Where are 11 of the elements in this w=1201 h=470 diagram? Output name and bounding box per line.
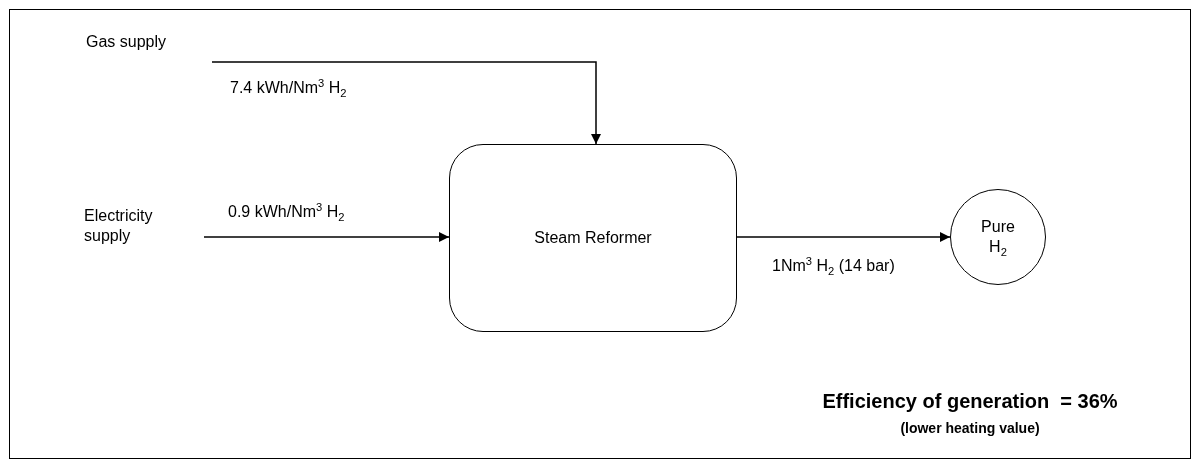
note-text: (lower heating value) <box>899 420 1041 436</box>
edge-label: 1Nm$^{3}$ H$_{2}$ (14 bar) <box>772 256 895 276</box>
process-box: Steam Reformer <box>449 144 737 332</box>
edge-label: 7.4 kWh/Nm$^{3}$ H$_{2}$ <box>230 78 347 98</box>
source-label: Electricity supply <box>84 206 204 258</box>
arrow <box>211 61 601 145</box>
efficiency-note: Efficiency of generation = 36% <box>821 390 1119 413</box>
edge-label: 0.9 kWh/Nm$^{3}$ H$_{2}$ <box>228 202 345 222</box>
arrow <box>736 232 951 242</box>
source-label: Gas supply <box>86 32 212 72</box>
arrow <box>203 232 450 242</box>
